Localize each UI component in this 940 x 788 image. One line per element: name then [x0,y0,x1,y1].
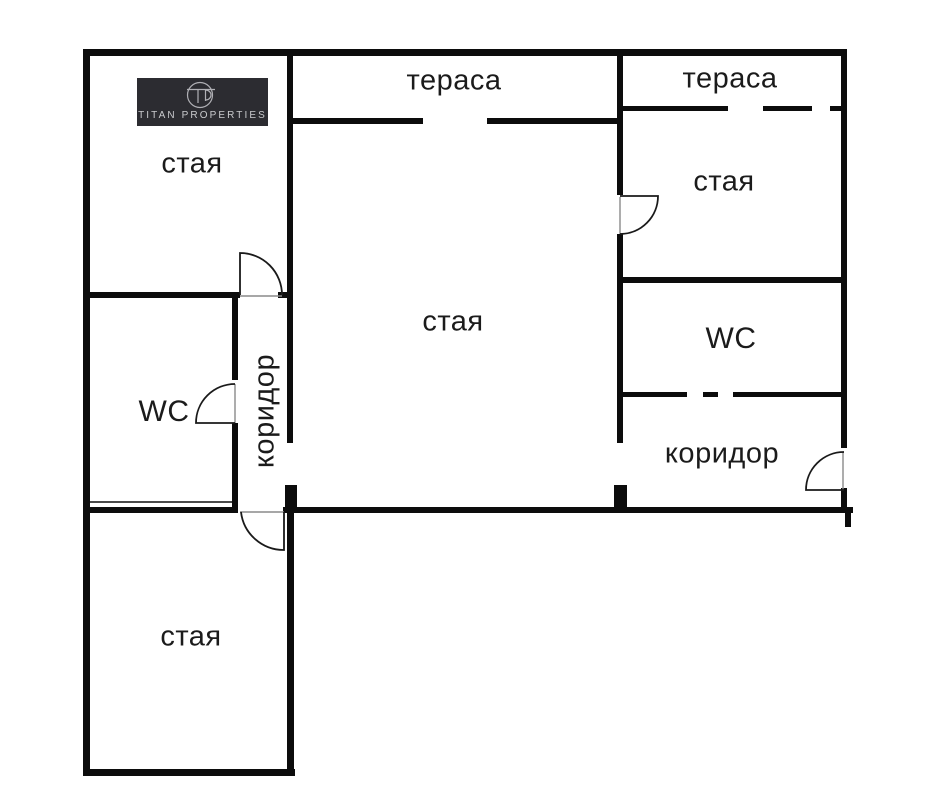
room-label-wc-left: WC [138,395,190,428]
wall-main-bottom-end-tick [845,513,851,527]
wall-room-top-left-bottom [83,292,240,298]
brand-monogram-icon [186,81,215,109]
room-label-wc-right: WC [705,322,757,355]
wall-wc-left-bottom [83,507,238,513]
wall-divider-right-mid [617,234,623,443]
wall-wc-right-dash-3 [733,392,843,397]
room-label-top-left: стая [161,147,223,180]
wall-terrace-middle-bottom-left [290,118,423,124]
wall-top-outer [83,49,847,56]
wall-room-top-left-bottom-right [278,292,289,298]
room-label-bottom: стая [160,620,222,653]
wall-wc-right-dash-2 [703,392,718,397]
walls [83,49,853,776]
room-label-top-right: стая [693,165,755,198]
wall-bottom-room-bottom [83,769,295,776]
wall-terrace-right-dash-2 [763,106,812,111]
wall-divider-right-stub [614,485,627,512]
room-label-corridor-right: коридор [664,437,780,470]
wall-bottom-room-right [287,512,294,776]
wall-main-bottom [283,507,853,513]
doors [195,195,845,551]
wall-right-outer-upper [841,49,847,448]
wall-terrace-right-dash-1 [620,106,728,111]
wall-room-top-right-bottom [620,277,843,283]
wall-right-outer-lower [841,488,847,513]
room-label-terrace-middle: тераса [406,64,502,97]
wall-wc-right-dash-1 [620,392,687,397]
wall-terrace-right-dash-3 [830,106,843,111]
wall-left-outer [83,49,90,776]
door-room-top-right [619,195,659,235]
brand-logo: TITAN PROPERTIES [137,78,268,126]
door-wc-left [195,383,236,424]
door-corridor-right [805,451,845,491]
room-label-living: стая [422,305,484,338]
door-thresholds [234,197,844,513]
wall-terrace-middle-bottom-right [487,118,620,124]
wall-wc-left-right-upper [232,292,238,380]
wall-divider-left [287,49,293,443]
wall-wc-left-right-lower [232,423,238,513]
room-label-corridor-left: коридор [248,353,281,469]
wall-divider-left-stub [285,485,297,512]
brand-name: TITAN PROPERTIES [138,110,267,121]
room-label-terrace-right: тераса [682,62,778,95]
door-room-top-left [239,252,283,296]
door-room-bottom [240,511,285,551]
wc-left-floor-line [90,501,232,503]
